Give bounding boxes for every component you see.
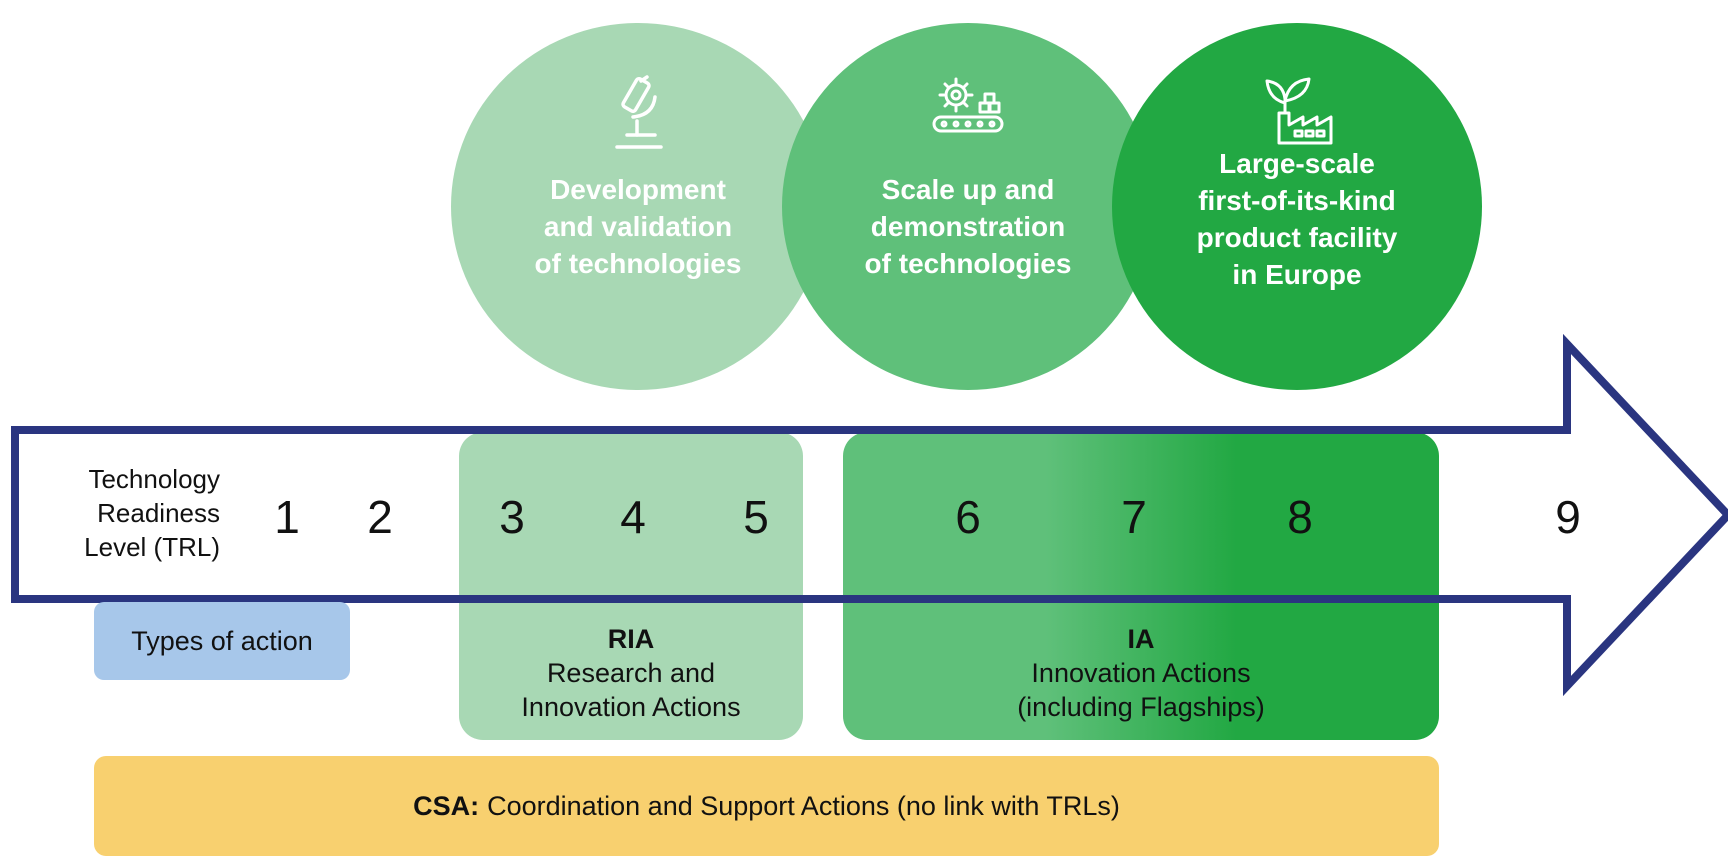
- ia-line: (including Flagships): [1017, 692, 1265, 722]
- stage-circle-large-scale: Large-scale first-of-its-kind product fa…: [1112, 23, 1482, 390]
- stage-line: first-of-its-kind: [1198, 184, 1396, 216]
- ia-panel: [843, 432, 1439, 740]
- types-of-action-box: Types of action: [94, 602, 350, 680]
- trl-level-6: 6: [955, 491, 981, 543]
- trl-level-2: 2: [367, 491, 393, 543]
- csa-abbr: CSA:: [413, 790, 480, 821]
- ia-abbr: IA: [1127, 624, 1155, 654]
- stage-line: Large-scale: [1219, 147, 1375, 179]
- stage-line: of technologies: [534, 248, 742, 279]
- csa-box: CSA: Coordination and Support Actions (n…: [94, 756, 1439, 856]
- stage-circle-scale-up: Scale up and demonstration of technologi…: [782, 23, 1154, 390]
- trl-label-line: Technology: [88, 464, 220, 494]
- gear-conveyor-icon: [930, 73, 1006, 152]
- ia-line: Innovation Actions: [1031, 658, 1251, 688]
- csa-text: Coordination and Support Actions (no lin…: [487, 790, 1120, 821]
- stage-circle-development: Development and validation of technologi…: [451, 23, 825, 390]
- ria-abbr: RIA: [607, 624, 655, 654]
- stage-line: of technologies: [864, 248, 1072, 279]
- ria-line: Research and: [546, 658, 716, 688]
- trl-label-line: Readiness: [97, 498, 220, 528]
- stage-line: and validation: [543, 211, 733, 242]
- stage-line: demonstration: [870, 211, 1066, 242]
- trl-level-4: 4: [620, 491, 646, 543]
- trl-arrow-outline: [11, 333, 1728, 697]
- ia-text: IA Innovation Actions (including Flagshi…: [843, 622, 1439, 724]
- stage-line: Scale up and: [881, 174, 1055, 205]
- stage-line: Development: [550, 174, 726, 205]
- ria-text: RIA Research and Innovation Actions: [459, 622, 803, 724]
- trl-label: Technology Readiness Level (TRL): [44, 462, 220, 564]
- trl-level-3: 3: [499, 491, 525, 543]
- trl-level-9: 9: [1555, 491, 1581, 543]
- trl-level-1: 1: [274, 491, 300, 543]
- types-of-action-label: Types of action: [131, 625, 313, 656]
- trl-level-7: 7: [1121, 491, 1147, 543]
- trl-label-line: Level (TRL): [84, 532, 220, 562]
- stage-line: in Europe: [1232, 258, 1362, 290]
- trl-level-8: 8: [1287, 491, 1313, 543]
- stage-line: product facility: [1196, 221, 1398, 253]
- factory-plant-icon: [1259, 73, 1335, 156]
- microscope-icon: [603, 73, 673, 162]
- ria-panel: [459, 432, 803, 740]
- trl-level-5: 5: [743, 491, 769, 543]
- ria-line: Innovation Actions: [521, 692, 741, 722]
